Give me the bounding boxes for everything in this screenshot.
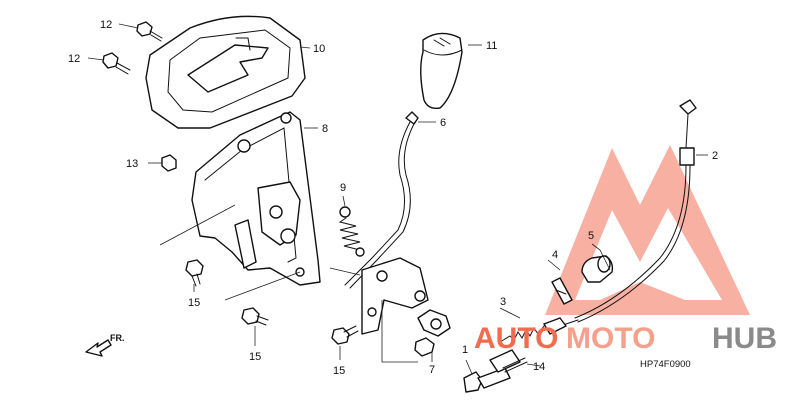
front-marker-label: FR. [110, 333, 125, 343]
callout-5: 5 [588, 230, 594, 242]
callout-labels: 12 12 10 11 8 13 9 6 2 4 5 3 1 14 7 15 1… [68, 19, 718, 377]
callout-7: 7 [429, 364, 435, 376]
part-bracket [191, 111, 321, 286]
callout-10: 10 [313, 43, 325, 55]
part-bolt-15-left [185, 259, 204, 287]
part-cable-end [499, 317, 567, 343]
callout-1: 1 [462, 344, 468, 356]
callout-3: 3 [500, 296, 506, 308]
part-cable [559, 99, 697, 327]
watermark-word-auto: AUTO [474, 322, 558, 355]
part-grommet [581, 255, 614, 283]
callout-8: 8 [322, 123, 328, 135]
part-pin-bolt [463, 349, 521, 393]
part-bolt-15-right [331, 325, 359, 345]
figure-code: HP74F0900 [640, 359, 691, 370]
part-bolt-15-middle [241, 307, 269, 326]
part-bolt-12-lower [102, 52, 131, 75]
watermark-logo [545, 145, 750, 315]
leader-lines [87, 23, 708, 375]
callout-15-right: 15 [333, 365, 345, 377]
part-pivot-assembly [414, 309, 451, 357]
watermark-text: AUTO MOTO HUB [474, 322, 777, 355]
front-direction-marker: FR. [85, 333, 125, 357]
callout-13: 13 [126, 158, 138, 170]
callout-15-left: 15 [188, 297, 200, 309]
callout-9: 9 [340, 182, 346, 194]
callout-12-upper: 12 [100, 19, 112, 31]
watermark-word-hub: HUB [712, 322, 777, 355]
callout-11: 11 [486, 40, 497, 52]
watermark-word-moto: MOTO [566, 322, 655, 355]
part-clip [551, 277, 573, 305]
part-spring [338, 206, 365, 257]
part-shift-knob [420, 32, 463, 110]
callout-14: 14 [533, 361, 545, 373]
callout-4: 4 [552, 249, 558, 261]
callout-2: 2 [712, 150, 718, 162]
callout-6: 6 [440, 117, 446, 129]
part-bolt-12-upper [136, 21, 163, 42]
part-shift-lever [344, 111, 429, 335]
part-panel-cover [145, 15, 306, 129]
callout-12-lower: 12 [68, 53, 80, 65]
part-pin-14 [502, 357, 528, 373]
callout-15-middle: 15 [249, 351, 261, 363]
part-nut-13 [161, 154, 177, 172]
